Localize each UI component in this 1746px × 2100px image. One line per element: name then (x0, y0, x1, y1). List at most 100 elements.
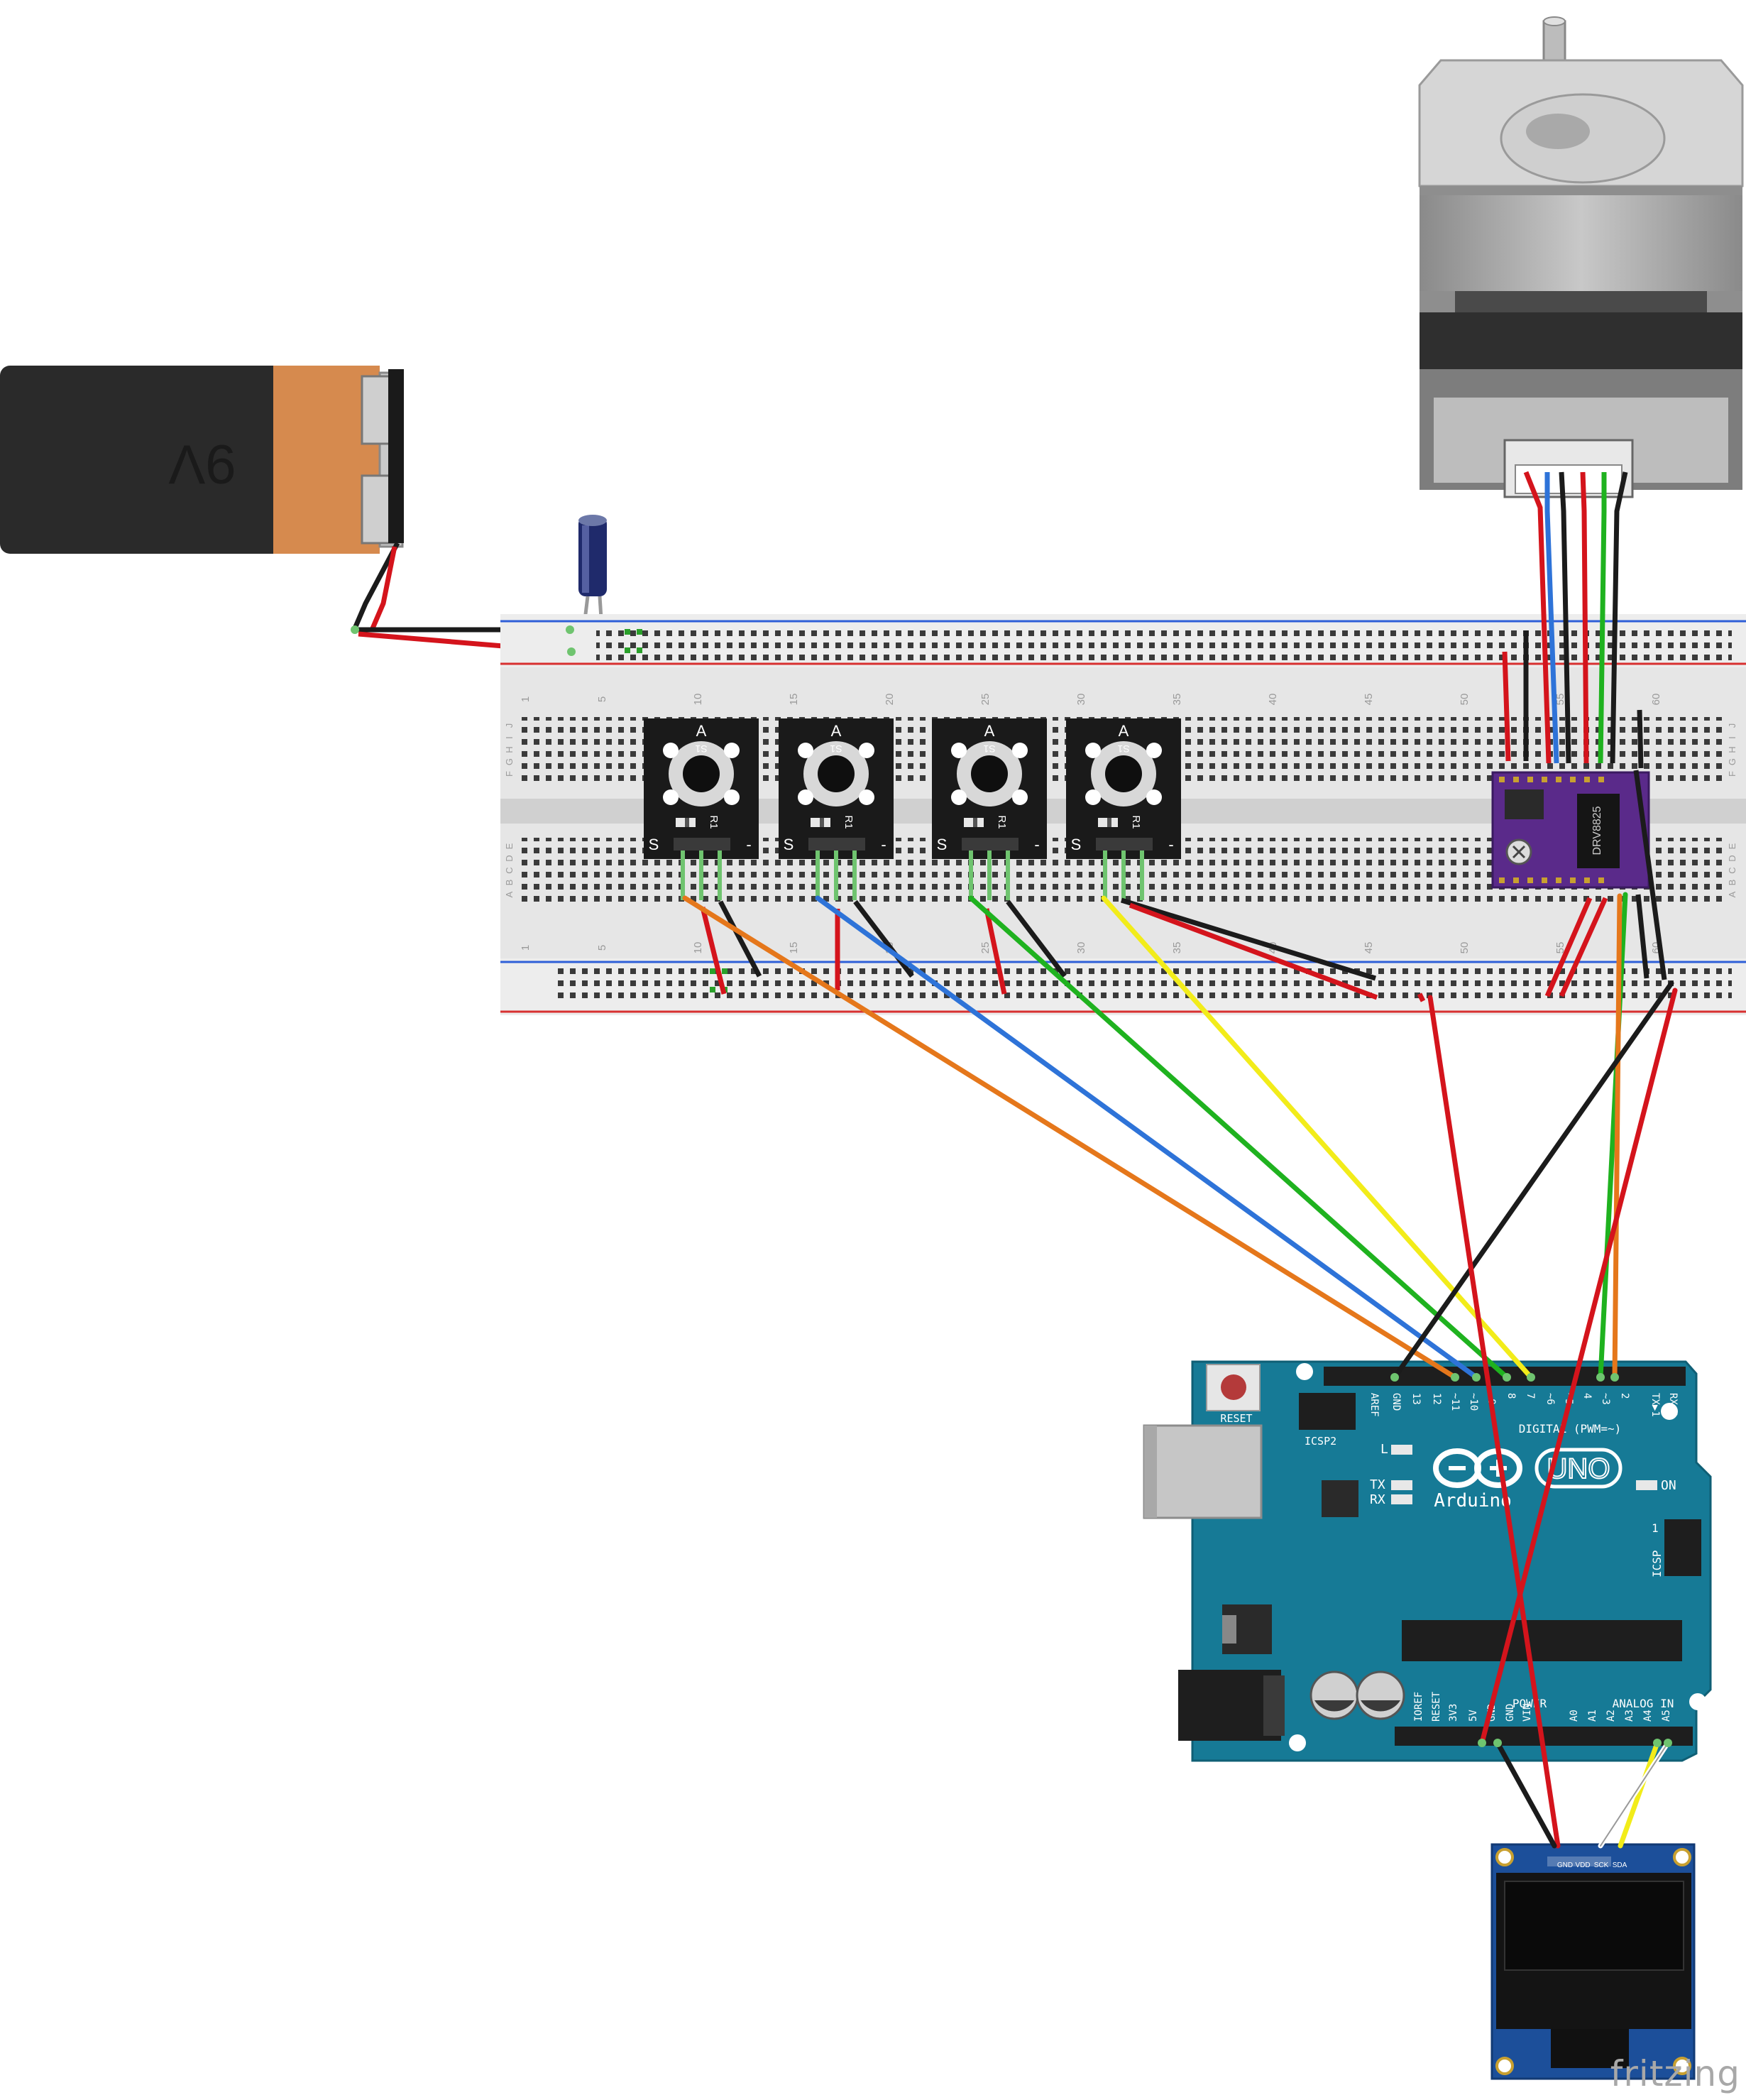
breadboard-row-letter: E (504, 843, 515, 849)
button-pin-minus-label: - (1034, 836, 1039, 853)
arduino-analog-pin-label: A2 (1605, 1710, 1617, 1722)
button-part-label: S1 (1117, 743, 1129, 755)
button-pin-s-label: S (937, 836, 948, 853)
arduino-power-pin-label: 3V3 (1448, 1704, 1459, 1722)
arduino-digital-pin-label: 4 (1581, 1393, 1593, 1399)
button-top-label: A (831, 722, 842, 740)
button-part-label: S1 (830, 743, 842, 755)
wire-red-5v (1479, 988, 1678, 1746)
arduino-digital-pin-label: TX▶1 (1649, 1393, 1661, 1417)
arduino-power-pin-label: IOREF (1413, 1692, 1424, 1722)
arduino-analog-pin-label: A0 (1569, 1710, 1580, 1722)
arduino-icsp2-label: ICSP2 (1305, 1435, 1336, 1448)
button-top-label: A (696, 722, 707, 740)
breadboard-column-number: 20 (884, 694, 896, 706)
breadboard-row-letter: F (504, 771, 515, 777)
pushbutton-cap (818, 755, 855, 792)
breadboard-row-letter: I (504, 736, 515, 739)
wire-orange-button1 (682, 895, 1458, 1380)
breadboard-row-letter: A (504, 891, 515, 897)
breadboard-column-number: 5 (596, 945, 608, 951)
pushbutton-cap (1105, 755, 1142, 792)
breadboard-column-number: 25 (979, 694, 992, 706)
breadboard-row-letter: D (504, 855, 515, 861)
arduino-digital-pin-label: GND (1390, 1393, 1402, 1411)
breadboard-row-letter: B (504, 880, 515, 886)
oled-pin-label: SDA (1613, 1861, 1627, 1869)
breadboard-column-number: 45 (1363, 694, 1375, 706)
motor-driver-chip-label: DRV8825 (1591, 806, 1603, 855)
breadboard-row-letter: C (504, 867, 515, 873)
breadboard-column-number: 60 (1650, 694, 1662, 706)
arduino-uno-board (1143, 1360, 1712, 1762)
arduino-analog-pin-label: A1 (1587, 1710, 1598, 1722)
breadboard-column-number: 15 (788, 942, 800, 954)
breadboard-column-number: 40 (1267, 694, 1279, 706)
fritzing-watermark: fritzing (1610, 2053, 1740, 2094)
breadboard-row-letter: G (504, 758, 515, 765)
button-resistor-label: R1 (708, 815, 720, 828)
arduino-analog-label: ANALOG IN (1613, 1697, 1674, 1710)
arduino-digital-pin-label: RX◀0 (1667, 1393, 1679, 1417)
breadboard-column-number: 55 (1554, 942, 1566, 954)
motor-wires (1523, 471, 1628, 764)
arduino-led-l: L (1380, 1442, 1388, 1457)
arduino-digital-pin-label: 7 (1525, 1393, 1536, 1399)
breadboard-short-wires (700, 630, 1667, 1002)
breadboard-column-number: 30 (1075, 694, 1087, 706)
long-wires (682, 892, 1678, 1849)
oled-pin-label: GND (1557, 1861, 1573, 1869)
arduino-on-label: ON (1661, 1478, 1676, 1493)
breadboard-column-number: 30 (1075, 942, 1087, 954)
arduino-digital-pin-label: 8 (1505, 1393, 1517, 1399)
button-pin-s-label: S (649, 836, 659, 853)
breadboard-column-number: 10 (692, 694, 704, 706)
battery-black-lead (352, 542, 400, 630)
stepper-motor (1418, 16, 1744, 498)
arduino-digital-pin-label: ~6 (1544, 1393, 1556, 1405)
arduino-digital-pin-label: 2 (1619, 1393, 1630, 1399)
button-pin-minus-label: - (1168, 836, 1173, 853)
wire-yellow-button4 (1101, 895, 1534, 1380)
breadboard-column-number: 55 (1554, 694, 1566, 706)
breadboard-row-letter: E (1727, 843, 1737, 849)
arduino-digital-pin-label: ~11 (1449, 1393, 1461, 1411)
breadboard-row-letter: H (1727, 746, 1737, 753)
arduino-analog-pin-label: A4 (1642, 1710, 1654, 1722)
breadboard-row-letter: I (1727, 736, 1737, 739)
wire-yellow-sda (1618, 1740, 1660, 1849)
wire-black-oled-gnd (1495, 1740, 1557, 1849)
button-resistor-label: R1 (842, 815, 855, 828)
arduino-digital-pin-label: ~10 (1468, 1393, 1479, 1411)
button-top-label: A (984, 722, 995, 740)
breadboard-column-number: 10 (692, 942, 704, 954)
arduino-digital-pin-label: 13 (1410, 1393, 1422, 1405)
breadboard-column-number: 25 (979, 942, 992, 954)
breadboard-row-letter: J (1727, 723, 1737, 728)
breadboard-row-letter: H (504, 746, 515, 753)
breadboard-row-letter: B (1727, 880, 1737, 886)
wire-green-button3 (968, 895, 1510, 1380)
motor-driver: DRV8825 (1491, 771, 1650, 889)
oled-pin-label: VDD (1575, 1861, 1590, 1869)
wire-red-breadboard (1427, 995, 1561, 1849)
breadboard-column-number: 1 (520, 696, 532, 702)
battery-9v: 9V (0, 366, 404, 554)
breadboard-row-letter: A (1727, 891, 1737, 897)
pushbutton-cap (971, 755, 1008, 792)
arduino-power-pin-label: VIN (1522, 1704, 1533, 1722)
breadboard-row-letter: G (1727, 758, 1737, 765)
breadboard-column-number: 35 (1171, 694, 1183, 706)
wire-blue-button2 (815, 895, 1479, 1380)
breadboard-column-number: 5 (596, 696, 608, 702)
arduino-power-pin-label: GND (1505, 1704, 1516, 1722)
arduino-digital-pin-label: 12 (1431, 1393, 1442, 1405)
